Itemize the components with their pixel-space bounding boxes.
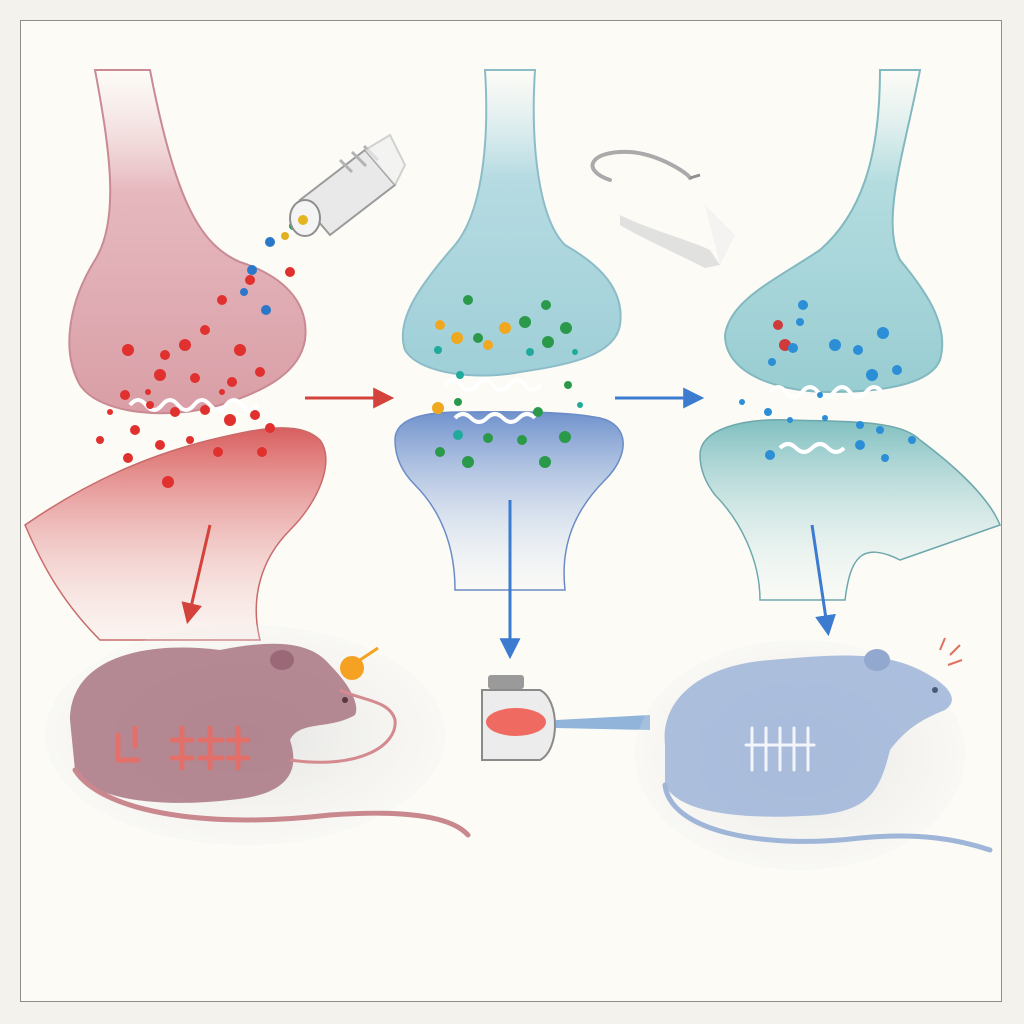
postsynaptic-terminal-teal — [699, 419, 1001, 601]
vial-icon — [481, 675, 650, 761]
presynaptic-terminal-red — [68, 69, 307, 415]
presynaptic-terminal-teal — [401, 69, 622, 377]
neurotransmitter-particles-red — [96, 267, 295, 488]
panel-red — [24, 69, 471, 845]
arrow-down-icon — [810, 524, 836, 637]
rat-icon — [635, 637, 993, 870]
synaptic-cleft-teal — [443, 378, 543, 424]
neurotransmitter-particles-blue — [739, 300, 916, 462]
presynaptic-terminal-blue — [723, 69, 944, 394]
pipette-icon — [590, 149, 735, 268]
postsynaptic-terminal-red — [24, 427, 327, 641]
arrow-down-icon — [181, 524, 212, 625]
synaptic-cleft-red — [128, 398, 260, 412]
panel-blue — [635, 69, 1001, 870]
rat-icon — [45, 625, 471, 845]
synaptic-cleft-blue — [768, 385, 884, 454]
panel-teal — [394, 69, 735, 761]
neurotransmitter-particles-teal — [432, 295, 583, 468]
dropper-icon — [289, 133, 407, 237]
